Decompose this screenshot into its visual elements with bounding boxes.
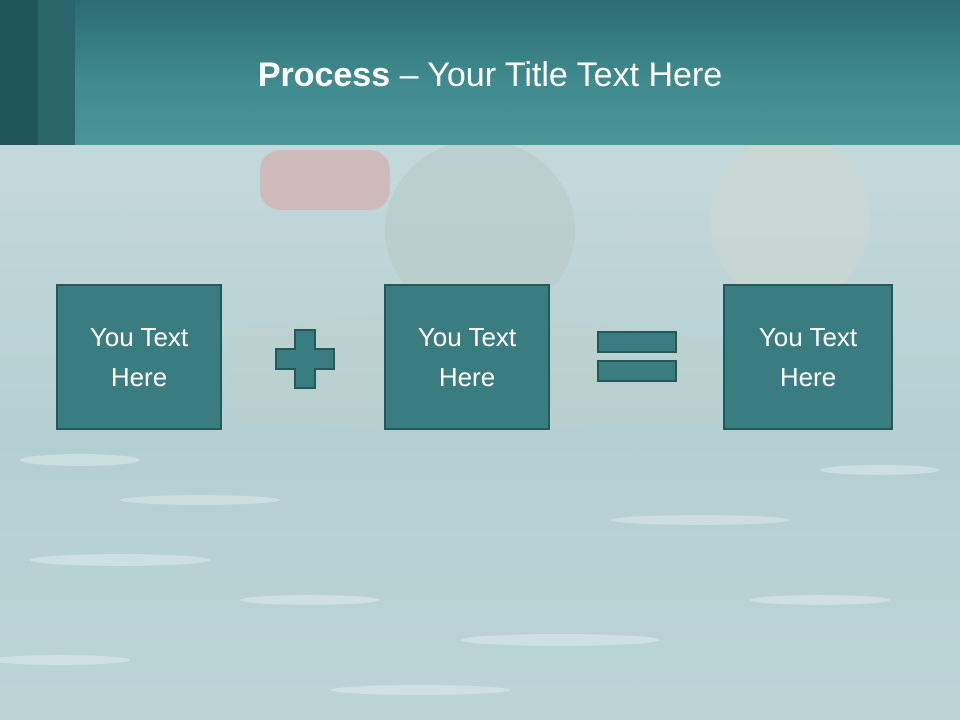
header-accent-strip-2	[38, 0, 75, 145]
process-box-1-text: You Text Here	[89, 322, 189, 392]
slide-title[interactable]: Process – Your Title Text Here	[75, 54, 905, 96]
process-box-2[interactable]: You Text Here	[384, 284, 550, 430]
process-box-3-text: You Text Here	[758, 322, 858, 392]
title-bold: Process	[257, 56, 391, 94]
header-accent-strip	[0, 0, 38, 145]
title-bar: Process – Your Title Text Here	[0, 0, 960, 145]
process-box-1[interactable]: You Text Here	[56, 284, 222, 430]
equals-icon	[597, 331, 677, 382]
process-box-2-text: You Text Here	[417, 322, 517, 392]
process-box-3[interactable]: You Text Here	[723, 284, 893, 430]
title-rest: – Your Title Text Here	[399, 56, 723, 94]
plus-icon	[275, 329, 335, 389]
